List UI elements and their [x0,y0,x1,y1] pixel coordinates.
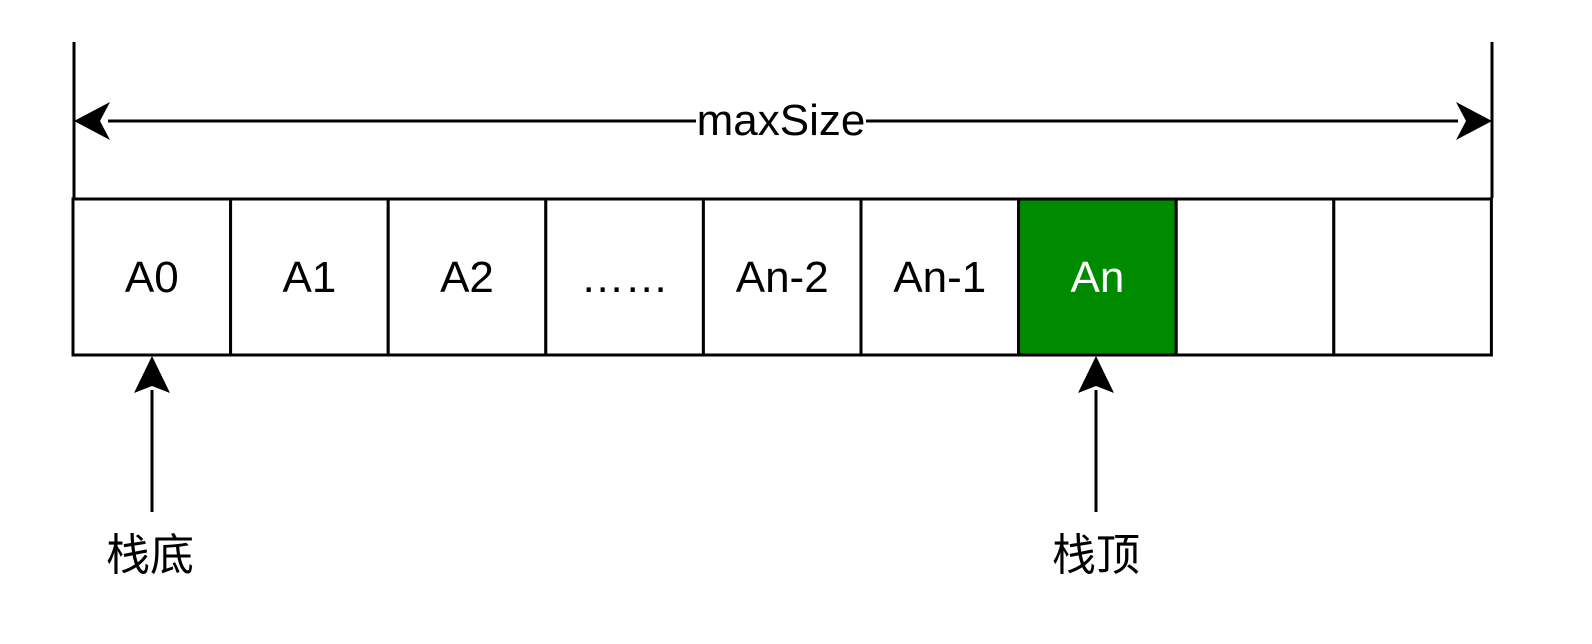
bottom-pointer-arrowhead-icon [134,356,170,393]
array-cell-label: A0 [125,253,179,302]
left-arrowhead-icon [74,102,110,140]
array-cell [701,197,863,357]
stack-bottom-label: 栈底 [106,530,194,581]
array-cell-label: An [1070,253,1124,302]
stack-top-pointer: 栈顶 [1052,356,1140,581]
array-cell [229,197,390,357]
array-cell-label: An-2 [736,253,829,302]
array-cell [859,197,1021,357]
array-cell [71,197,233,357]
array-cell-label: A1 [282,253,336,302]
array-cell [386,197,548,357]
stack-array: A0 A1 A2 …… An-2 An-1 An [71,197,1493,357]
stack-bottom-pointer: 栈底 [106,356,194,581]
array-cell [1332,197,1493,357]
top-pointer-arrowhead-icon [1078,356,1114,393]
max-size-indicator: maxSize [72,42,1494,198]
array-cell-label: An-1 [893,253,986,302]
right-arrowhead-icon [1456,102,1492,140]
array-cell [544,197,705,357]
max-size-label: maxSize [697,96,866,145]
stack-top-label: 栈顶 [1052,530,1140,581]
array-cell-label: …… [581,253,669,302]
array-cell-label: A2 [440,253,494,302]
array-cell [1174,197,1336,357]
